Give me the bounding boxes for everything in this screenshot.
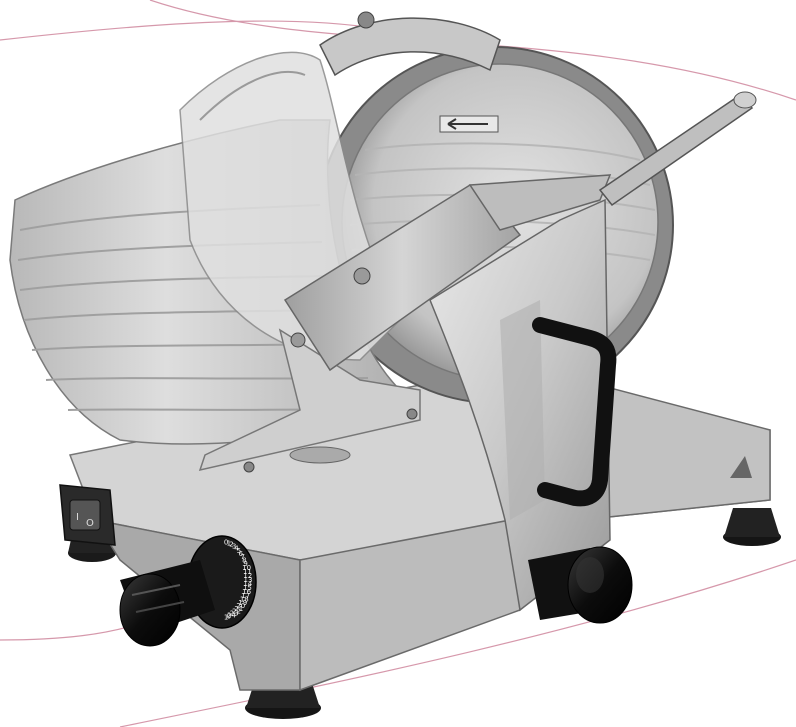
sharpener-cap xyxy=(319,17,501,77)
central-column xyxy=(429,198,611,612)
pusher-handle-rod xyxy=(598,94,754,207)
dial-number: 4 xyxy=(234,545,239,553)
dial-number: 15 xyxy=(243,584,252,592)
dial-number: 2 xyxy=(229,541,233,549)
dial-number: 17 xyxy=(241,592,250,600)
dial-number: 3 xyxy=(232,542,236,550)
dial-number: 5 xyxy=(237,547,241,555)
dial-number: 9 xyxy=(243,560,247,568)
dial-number: 21 xyxy=(234,605,243,613)
switch-on-glyph: I xyxy=(76,512,79,523)
power-switch: I O xyxy=(59,484,116,546)
arm-bolt xyxy=(353,267,371,285)
dial-number: 1 xyxy=(227,539,231,547)
dial-number: 14 xyxy=(243,580,252,588)
dial-number: 10 xyxy=(242,564,251,572)
dial-number: 8 xyxy=(242,556,246,564)
carriage xyxy=(9,51,421,472)
thickness-dial: 0123456789101112131415161718192021222324… xyxy=(119,535,257,647)
dial-number: 19 xyxy=(238,599,247,607)
dial-number: 0 xyxy=(227,613,231,621)
dial-number: 13 xyxy=(244,576,253,584)
switch-off-glyph: O xyxy=(86,518,94,529)
dial-numbers: 0123456789101112131415161718192021222324… xyxy=(224,539,253,622)
base-screws xyxy=(243,408,418,473)
dial-number: 24 xyxy=(227,611,236,619)
carriage-handle xyxy=(532,317,617,507)
warning-triangle xyxy=(730,456,752,478)
swoosh-bottom xyxy=(119,559,796,727)
dial-number: 12 xyxy=(243,572,252,580)
dial-number: 16 xyxy=(242,588,251,596)
dial-number: 1 xyxy=(224,614,228,622)
dial-number: 18 xyxy=(240,596,249,604)
dial-number: 7 xyxy=(240,553,244,561)
top-screw xyxy=(357,11,375,29)
dial-number: 0 xyxy=(224,539,228,547)
dial-number: 23 xyxy=(230,610,239,618)
right-knob xyxy=(528,546,633,624)
dial-number: 6 xyxy=(239,550,244,558)
dial-number: 20 xyxy=(236,602,245,610)
carriage-bracket xyxy=(198,328,421,472)
pusher-arm xyxy=(283,91,757,372)
dial-number: 11 xyxy=(243,568,252,576)
dial-number: 22 xyxy=(232,608,241,616)
